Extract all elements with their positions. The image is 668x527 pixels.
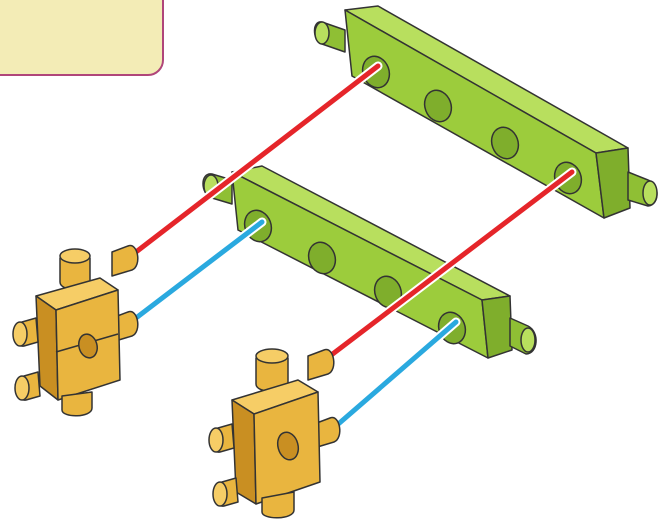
back-green-beam <box>313 5 658 219</box>
blue-guide-line-2 <box>331 317 461 431</box>
right-yellow-connector <box>208 348 341 519</box>
red-guide-line-1 <box>131 61 383 257</box>
left-yellow-connector <box>12 244 139 417</box>
blue-guide-line-1 <box>131 217 267 323</box>
instruction-note-box <box>0 0 164 76</box>
red-guide-line-2 <box>325 167 577 361</box>
guide-lines <box>131 61 577 431</box>
